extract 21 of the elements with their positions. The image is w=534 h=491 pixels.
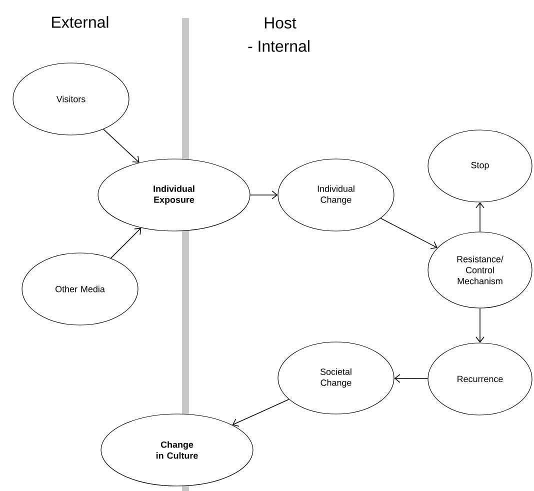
ellipse-node: Societal Change xyxy=(278,342,394,414)
arrow xyxy=(250,190,278,200)
ellipse-node: Change in Culture xyxy=(100,414,254,486)
arrow xyxy=(103,128,140,163)
arrow xyxy=(476,308,484,343)
arrow xyxy=(110,228,142,259)
arrow xyxy=(476,202,484,232)
ellipse-node: Individual Change xyxy=(278,158,394,232)
arrow xyxy=(380,218,438,250)
arrow xyxy=(232,398,290,427)
ellipse-node: Individual Exposure xyxy=(98,158,250,232)
ellipse-node: Stop xyxy=(428,130,532,202)
ellipse-node: Visitors xyxy=(12,62,130,136)
ellipse-node: Recurrence xyxy=(428,342,532,416)
heading: External xyxy=(52,16,108,28)
heading: - Internal xyxy=(248,40,310,52)
ellipse-node: Other Media xyxy=(22,252,138,326)
node-label: Change in Culture xyxy=(156,441,198,459)
ellipse-node: Resistance/ Control Mechanism xyxy=(428,232,532,308)
heading: Host xyxy=(264,17,296,29)
arrow xyxy=(394,374,428,383)
